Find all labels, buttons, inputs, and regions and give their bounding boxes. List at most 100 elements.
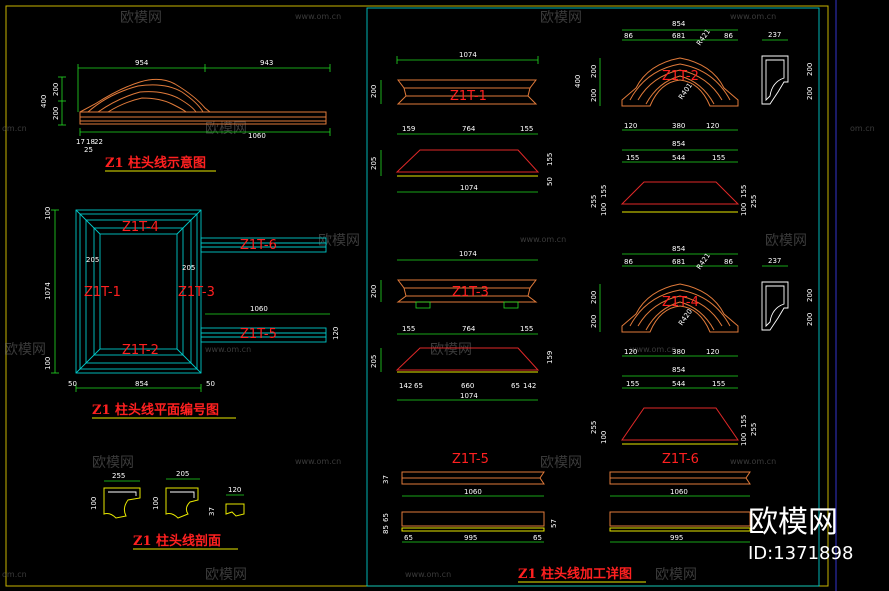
dim-label: 200: [806, 313, 814, 326]
watermark-site: www.om.cn: [630, 345, 676, 354]
watermark-logo: 欧模网: [540, 10, 582, 26]
dim-label: 65: [404, 534, 413, 542]
dim-label: 155: [712, 380, 725, 388]
dim-label: 255: [750, 195, 758, 208]
watermark-site: www.om.cn: [205, 345, 251, 354]
dim-label: 205: [370, 157, 378, 170]
dim-label: 120: [706, 348, 719, 356]
dim-label: 400: [574, 75, 582, 88]
dim-label: 120: [624, 122, 637, 130]
watermark-site: www.om.cn: [405, 570, 451, 579]
plan-view: Z1T-4 Z1T-6 Z1T-1 Z1T-3 Z1T-5 Z1T-2 1074…: [44, 207, 340, 419]
detail-z1t2: 854 86 681 86 R421 Z1T-2 R401 400 200 20…: [574, 20, 814, 216]
watermark-site: om.cn: [2, 124, 27, 133]
watermark-site: om.cn: [2, 570, 27, 579]
dim-label: 255: [590, 421, 598, 434]
dim-label: 159: [402, 125, 415, 133]
dim-label: 86: [724, 258, 733, 266]
dim-label: 1060: [670, 488, 688, 496]
dim-label: 200: [806, 87, 814, 100]
dim-label: 255: [750, 423, 758, 436]
plan-title: Z1 柱头线平面编号图: [92, 402, 219, 418]
schematic-view: 954 943 400 200 200 1060 17 18 22 25 Z1 …: [40, 59, 331, 172]
dim-label: 155: [402, 325, 415, 333]
dim-label: 100: [44, 357, 52, 370]
dim-label: 86: [624, 258, 633, 266]
dim-label: 200: [590, 315, 598, 328]
dim-label: 57: [550, 519, 558, 528]
part-label: Z1T-6: [240, 238, 277, 253]
dim-label: 1060: [250, 305, 268, 313]
dim-label: 100: [152, 497, 160, 510]
dim-label: 200: [370, 285, 378, 298]
dim-label: 17: [76, 138, 85, 146]
dim-label: 200: [370, 85, 378, 98]
dim-label: 544: [672, 380, 686, 388]
watermark-site: www.om.cn: [520, 235, 566, 244]
watermark-logo: 欧模网: [4, 342, 46, 358]
dim-label: 142: [399, 382, 412, 390]
dim-label: 205: [86, 256, 99, 264]
detail-z1t6: Z1T-6 1060 995: [609, 452, 751, 543]
dim-label: 65: [382, 513, 390, 522]
watermark-logo: 欧模网: [205, 121, 247, 137]
dim-label: 1060: [464, 488, 482, 496]
dim-label: 120: [332, 327, 340, 340]
watermark-layer: 欧模网 www.om.cn 欧模网 www.om.cn om.cn 欧模网 om…: [2, 10, 875, 583]
dim-label: 120: [706, 122, 719, 130]
watermark-logo: 欧模网: [120, 10, 162, 26]
dim-label: 200: [806, 289, 814, 302]
dim-label: 854: [672, 245, 686, 253]
dim-label: 1074: [44, 282, 52, 300]
dim-label: 400: [40, 95, 48, 108]
dim-label: 100: [600, 431, 608, 444]
dim-label: 764: [462, 125, 476, 133]
dim-label: 86: [724, 32, 733, 40]
dim-label: 1074: [459, 51, 477, 59]
watermark-site: om.cn: [850, 124, 875, 133]
part-label: Z1T-6: [662, 452, 699, 467]
dim-label: 255: [590, 195, 598, 208]
dim-label: 142: [523, 382, 536, 390]
dim-label: 255: [112, 472, 125, 480]
dim-label: 159: [546, 351, 554, 364]
detail-z1t3: 1074 200 Z1T-3 155 764 155 205 159 142 6…: [370, 250, 554, 401]
dim-label: 155: [520, 125, 533, 133]
dim-label: 85: [382, 525, 390, 534]
dim-label: 995: [670, 534, 683, 542]
processing-detail-frame: [366, 7, 820, 587]
dim-label: 18: [86, 138, 95, 146]
dim-label: 155: [626, 154, 639, 162]
dim-label: R421: [695, 252, 712, 272]
watermark-logo: 欧模网: [205, 567, 247, 583]
part-label: Z1T-4: [122, 220, 159, 235]
watermark-logo: 欧模网: [92, 455, 134, 471]
dim-label: 237: [768, 31, 781, 39]
dim-label: 37: [208, 507, 216, 516]
dim-label: R421: [695, 28, 712, 48]
dim-label: 237: [768, 257, 781, 265]
detail-z1t5: Z1T-5 37 1060 65 85 57 65 995 65: [382, 452, 558, 543]
dim-label: 200: [52, 83, 60, 96]
watermark-logo: 欧模网: [540, 455, 582, 471]
dim-label: 120: [624, 348, 637, 356]
dim-label: 22: [94, 138, 103, 146]
dim-label: 155: [520, 325, 533, 333]
dim-label: 100: [44, 207, 52, 220]
part-label: Z1T-2: [122, 343, 159, 358]
dim-label: 854: [672, 366, 686, 374]
dim-label: 764: [462, 325, 476, 333]
dim-label: 65: [511, 382, 520, 390]
section-title: Z1 柱头线剖面: [133, 533, 221, 549]
brand-logo-text: 欧模网: [748, 505, 838, 540]
part-label: Z1T-4: [662, 295, 699, 310]
dim-label: 100: [740, 433, 748, 446]
dim-label: 50: [546, 177, 554, 186]
dim-label: 200: [806, 63, 814, 76]
brand-id: ID:1371898: [748, 543, 853, 564]
dim-label: 100: [600, 203, 608, 216]
dim-label: 200: [590, 291, 598, 304]
part-label: Z1T-5: [240, 327, 277, 342]
dim-label: R420: [677, 308, 694, 328]
dim-label: 200: [590, 89, 598, 102]
